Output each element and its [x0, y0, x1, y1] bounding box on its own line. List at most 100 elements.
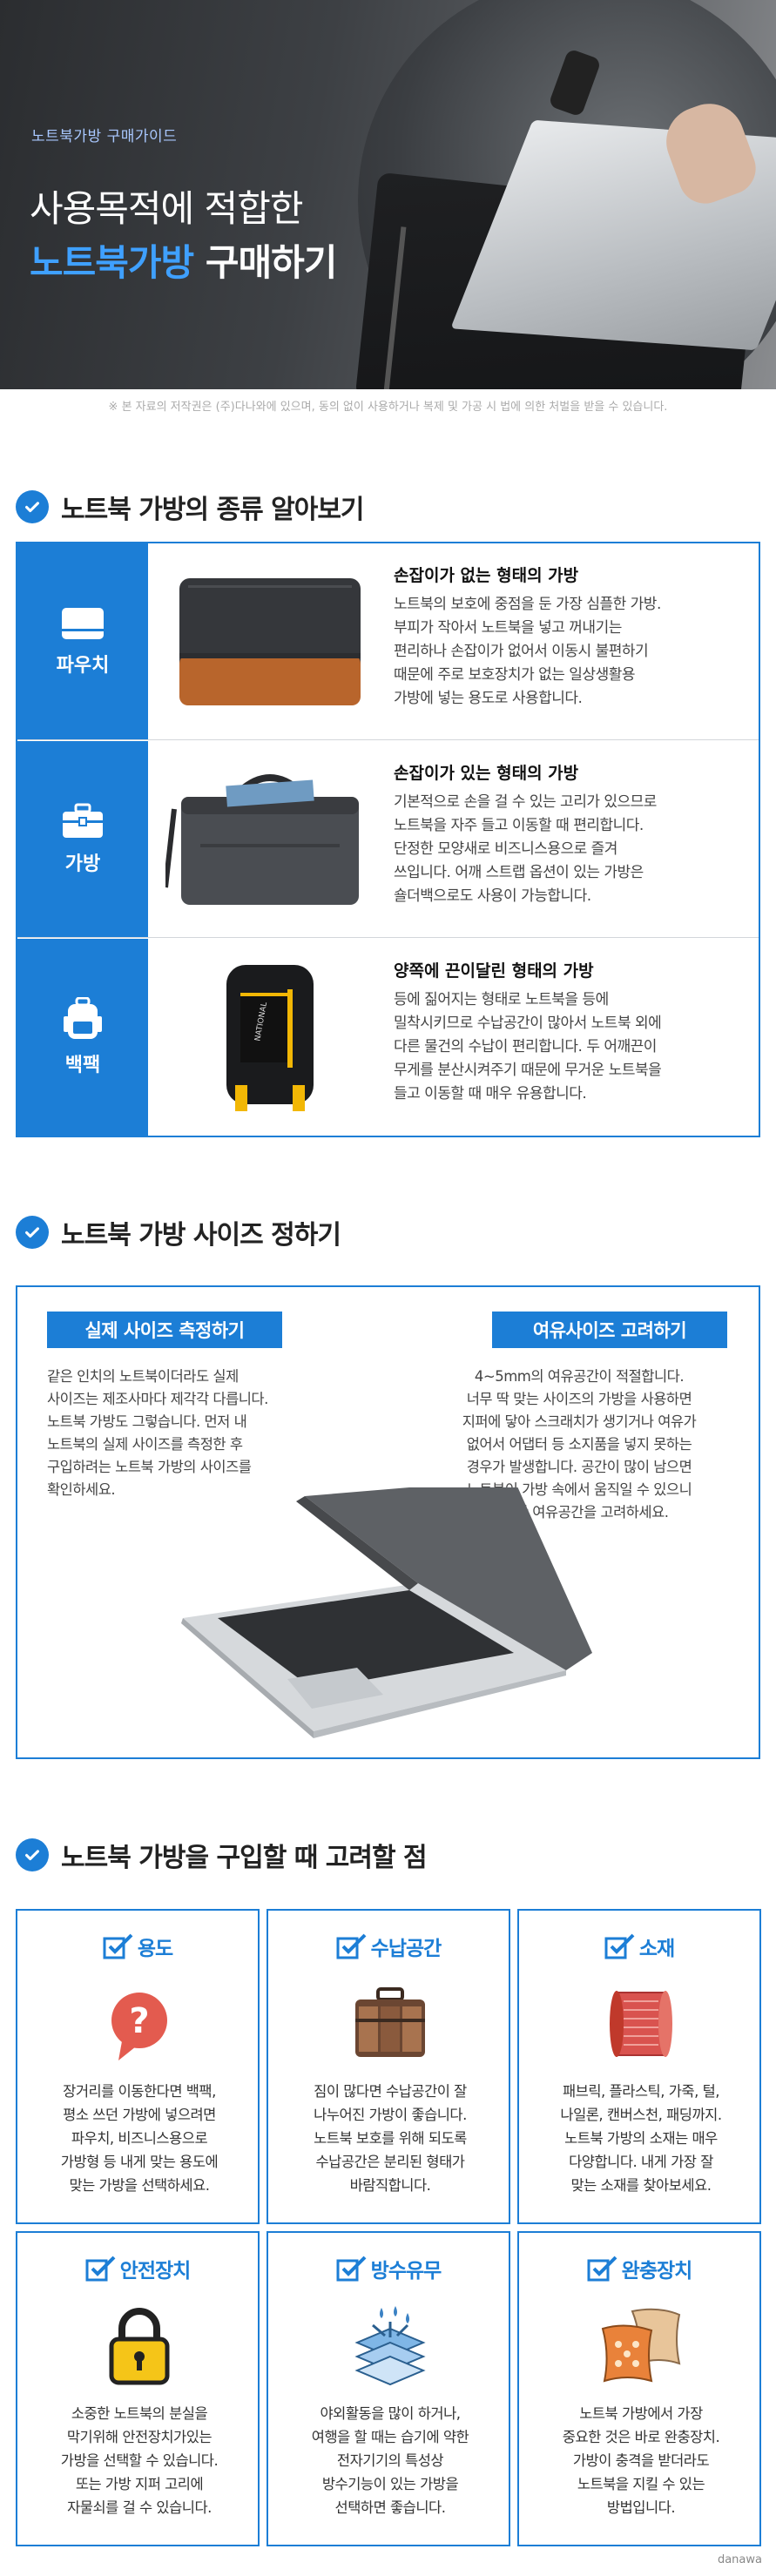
cushion-icon [601, 2308, 681, 2383]
desc-line: 나일론, 캔버스천, 패딩까지. [560, 2107, 722, 2123]
card-header: 방수유무 [268, 2254, 509, 2283]
type-title: 손잡이가 있는 형태의 가방 [394, 764, 579, 783]
desc-line: 짐이 많다면 수납공간이 잘 [314, 2083, 467, 2100]
section-heading-size: 노트북 가방 사이즈 정하기 [16, 1213, 341, 1251]
pouch-icon [62, 607, 104, 639]
card-title: 방수유무 [370, 2260, 442, 2283]
card-material: 소재 패브릭, 플라스틱, 가죽, 털, 나일론, 캔버스천, 패딩까지. 노트… [517, 1909, 761, 2224]
card-description: 장거리를 이동한다면 백팩, 평소 쓰던 가방에 넣으려면 파우치, 비즈니스용… [28, 2080, 251, 2197]
checkbox-icon [336, 1933, 367, 1959]
desc-line: 등에 짊어지는 형태로 노트북을 등에 [394, 991, 609, 1008]
type-text-backpack: 양쪽에 끈이달린 형태의 가방 등에 짊어지는 형태로 노트북을 등에 밀착시키… [394, 958, 742, 1106]
section-title: 노트북 가방의 종류 알아보기 [61, 495, 365, 525]
type-text-briefcase: 손잡이가 있는 형태의 가방 기본적으로 손을 걸 수 있는 고리가 있으므로 … [394, 760, 742, 908]
section-title: 노트북 가방을 구입할 때 고려할 점 [61, 1843, 428, 1873]
desc-line: 수납공간은 분리된 형태가 [315, 2154, 465, 2170]
text-line: 노트북이 가방 속에서 움직일 수 있으니 [466, 1481, 692, 1498]
desc-line: 선택하면 좋습니다. [334, 2499, 446, 2516]
text-line: 노트북 가방도 그렇습니다. 먼저 내 [47, 1413, 247, 1430]
card-security: 안전장치 소중한 노트북의 분실을 막기위해 안전장치가있는 가방을 선택할 수… [16, 2231, 260, 2546]
checkbox-icon [85, 2256, 116, 2282]
backpack-icon [64, 997, 102, 1039]
card-description: 야외활동을 많이 하거나, 여행을 할 때는 습기에 약한 전자기기의 특성상 … [279, 2402, 502, 2519]
desc-line: 전자기기의 특성상 [336, 2452, 444, 2469]
desc-line: 편리하나 손잡이가 없어서 이동시 불편하기 [394, 643, 649, 660]
checkbox-icon [587, 2256, 617, 2282]
desc-line: 단정한 모양새로 비즈니스용으로 즐겨 [394, 840, 617, 858]
bag-types-table: 파우치 손잡이가 없는 형태의 가방 노트북의 보호에 중점을 둔 가장 심플한… [16, 542, 760, 1137]
hero-title-rest: 구매하기 [193, 241, 338, 284]
type-row-pouch: 파우치 손잡이가 없는 형태의 가방 노트북의 보호에 중점을 둔 가장 심플한… [17, 543, 759, 740]
question-bubble-icon: ? [111, 1993, 167, 2060]
briefcase-product-image [165, 774, 359, 905]
card-description: 짐이 많다면 수납공간이 잘 나누어진 가방이 좋습니다. 노트북 보호를 위해… [279, 2080, 502, 2197]
card-description: 패브릭, 플라스틱, 가죽, 털, 나일론, 캔버스천, 패딩까지. 노트북 가… [530, 2080, 752, 2197]
type-text-pouch: 손잡이가 없는 형태의 가방 노트북의 보호에 중점을 둔 가장 심플한 가방.… [394, 563, 742, 711]
hero-title-line1: 사용목적에 적합한 [30, 187, 303, 230]
desc-line: 방법입니다. [606, 2499, 676, 2516]
measure-size-text: 같은 인치의 노트북이더라도 실제 사이즈는 제조사마다 제각각 다릅니다. 노… [47, 1366, 387, 1501]
desc-line: 맞는 소재를 찾아보세요. [570, 2177, 712, 2194]
type-title: 손잡이가 없는 형태의 가방 [394, 566, 579, 585]
card-header: 용도 [17, 1932, 258, 1961]
text-line: 적당한 여유공간을 고려하세요. [489, 1504, 669, 1521]
desc-line: 방수기능이 있는 가방을 [321, 2476, 459, 2492]
desc-line: 때문에 주로 보호장치가 없는 일상생활용 [394, 666, 636, 684]
checkbox-icon [103, 1933, 133, 1959]
desc-line: 가방을 선택할 수 있습니다. [60, 2452, 219, 2469]
desc-line: 야외활동을 많이 하거나, [320, 2405, 461, 2422]
check-circle-icon [16, 1838, 49, 1871]
section-heading-considerations: 노트북 가방을 구입할 때 고려할 점 [16, 1836, 428, 1874]
type-label-text: 백팩 [64, 1055, 101, 1076]
text-line: 같은 인치의 노트북이더라도 실제 [47, 1368, 239, 1385]
bag-compartments-icon [355, 1987, 425, 2057]
card-header: 안전장치 [17, 2254, 258, 2283]
card-title: 용도 [137, 1938, 173, 1960]
check-circle-icon [16, 490, 49, 523]
type-row-briefcase: 가방 손잡이가 있는 형태의 가방 기본적으로 손을 걸 수 있는 고리가 있으… [17, 741, 759, 938]
hero-subtitle: 노트북가방 구매가이드 [31, 128, 178, 145]
svg-text:?: ? [129, 2001, 149, 2041]
desc-line: 나누어진 가방이 좋습니다. [314, 2107, 467, 2123]
desc-line: 노트북의 보호에 중점을 둔 가장 심플한 가방. [394, 596, 661, 613]
spare-size-title: 여유사이즈 고려하기 [492, 1312, 727, 1348]
type-description: 등에 짊어지는 형태로 노트북을 등에 밀착시키므로 수납공간이 많아서 노트북… [394, 988, 742, 1106]
card-header: 완충장치 [519, 2254, 759, 2283]
check-circle-icon [16, 1216, 49, 1249]
danawa-logo: danawa [717, 2553, 762, 2566]
size-guide-box: 실제 사이즈 측정하기 여유사이즈 고려하기 같은 인치의 노트북이더라도 실제… [16, 1285, 760, 1759]
desc-line: 소중한 노트북의 분실을 [71, 2405, 208, 2422]
desc-line: 바람직합니다. [349, 2177, 431, 2194]
type-label-backpack: 백팩 [17, 939, 148, 1136]
card-storage: 수납공간 짐이 많다면 수납공간이 잘 나누어진 가방이 좋습니다. 노트북 보… [267, 1909, 510, 2224]
desc-line: 또는 가방 지퍼 고리에 [75, 2476, 204, 2492]
type-label-text: 파우치 [56, 654, 110, 677]
card-title: 수납공간 [370, 1938, 442, 1960]
text-line: 구입하려는 노트북 가방의 사이즈를 [47, 1459, 252, 1475]
desc-line: 쓰입니다. 어깨 스트랩 옵션이 있는 가방은 [394, 864, 644, 881]
section-title: 노트북 가방 사이즈 정하기 [61, 1220, 341, 1251]
desc-line: 기본적으로 손을 걸 수 있는 고리가 있으므로 [394, 793, 657, 811]
hero-banner: 노트북가방 구매가이드 사용목적에 적합한 노트북가방 구매하기 [0, 0, 776, 389]
pouch-product-image [179, 578, 361, 705]
desc-line: 패브릭, 플라스틱, 가죽, 털, [562, 2083, 720, 2100]
type-title: 양쪽에 끈이달린 형태의 가방 [394, 961, 594, 981]
desc-line: 노트북을 자주 들고 이동할 때 편리합니다. [394, 817, 644, 834]
briefcase-icon [63, 803, 103, 838]
type-label-briefcase: 가방 [17, 741, 148, 937]
desc-line: 부피가 작아서 노트북을 넣고 꺼내기는 [394, 619, 622, 637]
text-line: 4~5mm의 여유공간이 적절합니다. [474, 1368, 685, 1385]
type-description: 노트북의 보호에 중점을 둔 가장 심플한 가방. 부피가 작아서 노트북을 넣… [394, 593, 742, 711]
copyright-notice: ※ 본 자료의 저작권은 (주)다나와에 있으며, 동의 없이 사용하거나 복제… [108, 401, 668, 414]
card-header: 수납공간 [268, 1932, 509, 1961]
desc-line: 밀착시키므로 수납공간이 많아서 노트북 외에 [394, 1015, 662, 1032]
desc-line: 자물쇠를 걸 수 있습니다. [67, 2499, 212, 2516]
checkbox-icon [336, 2256, 367, 2282]
type-row-backpack: 백팩 NATIONAL 양쪽에 끈이달린 형태의 가방 등에 짊어지는 형태로 … [17, 939, 759, 1136]
card-cushion: 완충장치 노트북 가방에서 가장 중요한 것은 바로 완충장치. 가방이 충격을… [517, 2231, 761, 2546]
section-heading-types: 노트북 가방의 종류 알아보기 [16, 488, 365, 526]
fabric-roll-icon [610, 1991, 672, 2057]
desc-line: 노트북 가방의 소재는 매우 [564, 2130, 718, 2147]
desc-line: 맞는 가방을 선택하세요. [69, 2177, 210, 2194]
spare-size-text: 4~5mm의 여유공간이 적절합니다. 너무 딱 맞는 사이즈의 가방을 사용하… [409, 1366, 749, 1524]
